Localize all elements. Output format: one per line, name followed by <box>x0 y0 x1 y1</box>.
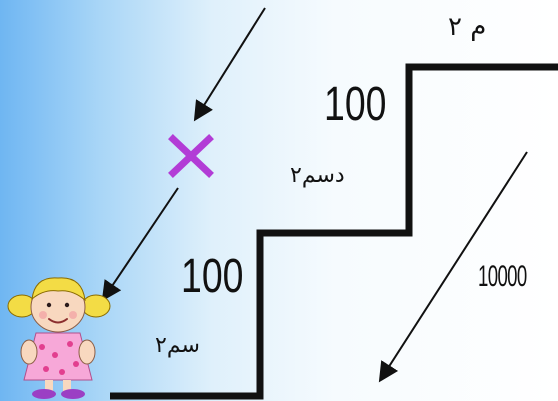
arrow-right-descending <box>378 151 528 383</box>
upper-step-value: 100 <box>324 78 387 131</box>
descent-value: 10000 <box>478 260 527 293</box>
cross-icon <box>168 134 214 178</box>
top-unit-label: م ٢ <box>448 12 487 42</box>
girl-character <box>7 277 111 399</box>
arrow-to-girl <box>101 187 179 302</box>
lower-step-unit: سم٢ <box>155 333 200 358</box>
lower-step-value: 100 <box>181 250 244 303</box>
arrow-top-down <box>193 7 266 122</box>
staircase-line <box>110 63 558 400</box>
upper-step-unit: دسم٢ <box>290 163 345 188</box>
